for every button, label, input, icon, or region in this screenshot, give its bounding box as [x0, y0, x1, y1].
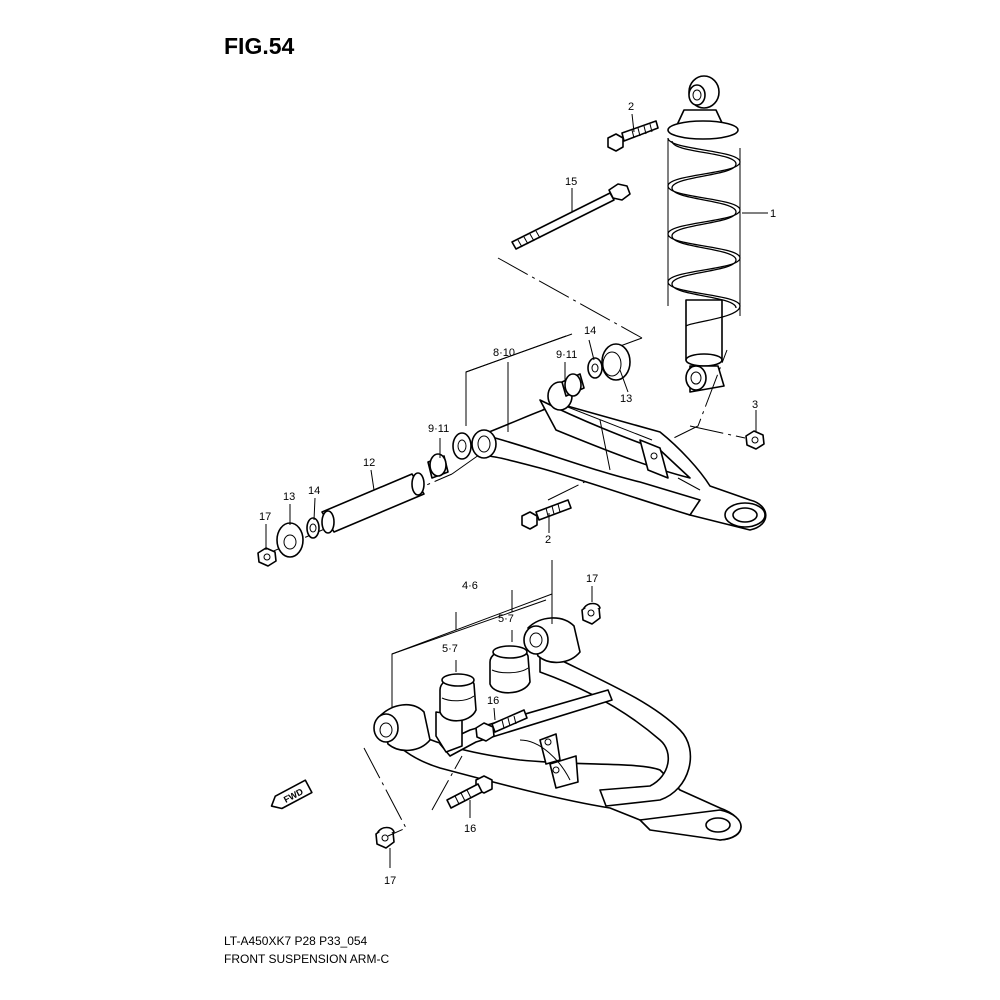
callout-8-10: 8·10	[493, 347, 515, 359]
diagram-name: FRONT SUSPENSION ARM-C	[224, 952, 390, 966]
callout-13-left: 13	[283, 491, 295, 503]
callout-9-11-lower: 9·11	[428, 423, 449, 435]
upper-suspension-arm[interactable]	[471, 381, 767, 531]
nut-3[interactable]	[745, 430, 765, 450]
callout-9-11-upper: 9·11	[556, 349, 577, 361]
bolt-lower-shock[interactable]	[521, 499, 572, 530]
bolt-16-rear[interactable]	[475, 709, 528, 742]
bushing-9-11-upper[interactable]	[561, 373, 585, 397]
bushing-5-7-left[interactable]	[439, 673, 477, 722]
callout-16-lower: 16	[464, 823, 476, 835]
fwd-direction-arrow: FWD	[270, 779, 313, 810]
bolt-16-front[interactable]	[446, 775, 493, 809]
bolt-upper-shock[interactable]	[607, 120, 659, 152]
callout-3: 3	[752, 399, 758, 411]
callout-5-7-right: 5·7	[498, 613, 514, 625]
bushing-9-11-lower[interactable]	[427, 453, 449, 479]
figure-title: FIG.54	[224, 33, 295, 59]
callout-17-right: 17	[586, 573, 598, 585]
callout-14-left: 14	[308, 485, 320, 497]
nut-17-upper-left[interactable]	[257, 547, 277, 567]
nut-17-lower-left[interactable]	[375, 826, 395, 849]
callout-14-upper: 14	[584, 325, 596, 337]
sleeve-12[interactable]	[321, 472, 425, 534]
nut-17-lower-right[interactable]	[581, 602, 601, 625]
callout-17-lower: 17	[384, 875, 396, 887]
collar-8-10[interactable]	[452, 432, 472, 460]
callout-2-lower: 2	[545, 534, 551, 546]
callout-1: 1	[770, 208, 776, 220]
callout-5-7-left: 5·7	[442, 643, 458, 655]
washer-14-upper[interactable]	[587, 357, 603, 379]
bolt-long-15[interactable]	[511, 183, 631, 250]
shock-absorber[interactable]	[667, 75, 741, 393]
callout-13-upper: 13	[620, 393, 632, 405]
callout-12: 12	[363, 457, 375, 469]
washer-14-left[interactable]	[306, 517, 320, 539]
callout-4-6: 4·6	[462, 580, 478, 592]
bushing-5-7-right[interactable]	[489, 645, 531, 694]
lower-suspension-arm[interactable]	[373, 617, 742, 841]
callout-17-upper: 17	[259, 511, 271, 523]
callout-2-upper: 2	[628, 101, 634, 113]
callout-15: 15	[565, 176, 577, 188]
model-code: LT-A450XK7 P28 P33_054	[224, 934, 368, 948]
cap-13-upper[interactable]	[601, 343, 631, 381]
cap-13-left[interactable]	[276, 522, 304, 558]
callout-16-upper: 16	[487, 695, 499, 707]
